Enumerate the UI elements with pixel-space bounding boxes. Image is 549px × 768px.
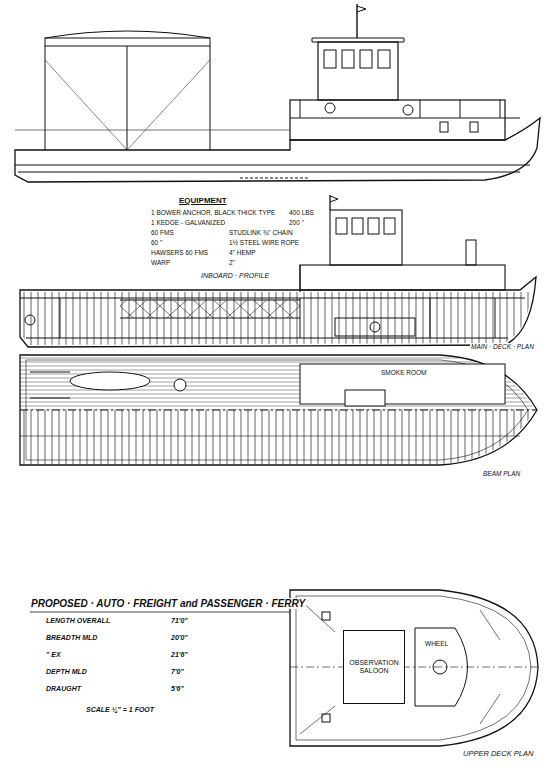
equipment-item: WARP <box>150 259 171 266</box>
room-name: OBSERVATION SALOON <box>347 659 401 676</box>
equipment-value: STUDLINK ¾" CHAIN <box>228 229 294 236</box>
view-title: BEAM PLAN <box>482 470 521 477</box>
deck-plan <box>20 355 540 466</box>
particular-value: 21'6" <box>170 651 189 659</box>
scale-note: SCALE ¼" = 1 FOOT <box>85 706 155 714</box>
equipment-item: 60 FMS <box>150 229 175 236</box>
drawing-title: PROPOSED · AUTO · FREIGHT and PASSENGER … <box>30 598 306 609</box>
table-heading: EQUIPMENT <box>178 197 228 206</box>
equipment-value: 1½ STEEL WIRE ROPE <box>228 239 300 246</box>
outboard-profile <box>15 4 540 182</box>
equipment-item: 1 BOWER ANCHOR, BLACK THICK TYPE <box>150 209 276 216</box>
saloon-box: OBSERVATION SALOON <box>343 630 405 704</box>
particular-name: " EX <box>45 651 62 659</box>
equipment-value: 200 " <box>288 219 305 226</box>
equipment-value: 4" HEMP <box>228 249 257 256</box>
particular-value: 71'0" <box>170 617 189 625</box>
equipment-value: 2" <box>228 259 236 266</box>
equipment-item: 1 KEDGE - GALVANIZED <box>150 219 226 226</box>
particular-value: 20'0" <box>170 634 189 642</box>
view-title: INBOARD · PROFILE <box>200 272 270 280</box>
room-name: SMOKE ROOM <box>380 369 428 376</box>
particular-value: 7'0" <box>170 668 185 676</box>
equipment-item: HAWSERS 60 FMS <box>150 249 209 256</box>
inboard-profile <box>20 195 537 347</box>
particular-name: LENGTH OVERALL <box>45 617 111 625</box>
room-name: WHEEL <box>424 640 449 647</box>
upper-deck-plan <box>290 590 538 746</box>
view-title: UPPER DECK PLAN <box>462 750 534 758</box>
particular-value: 5'6" <box>170 685 185 693</box>
view-title: MAIN · DECK · PLAN <box>470 343 535 350</box>
particular-name: BREADTH MLD <box>45 634 98 642</box>
equipment-item: 60 " <box>150 239 163 246</box>
particular-name: DRAUGHT <box>45 685 82 693</box>
particular-name: DEPTH MLD <box>45 668 88 676</box>
equipment-value: 400 LBS <box>288 209 315 216</box>
